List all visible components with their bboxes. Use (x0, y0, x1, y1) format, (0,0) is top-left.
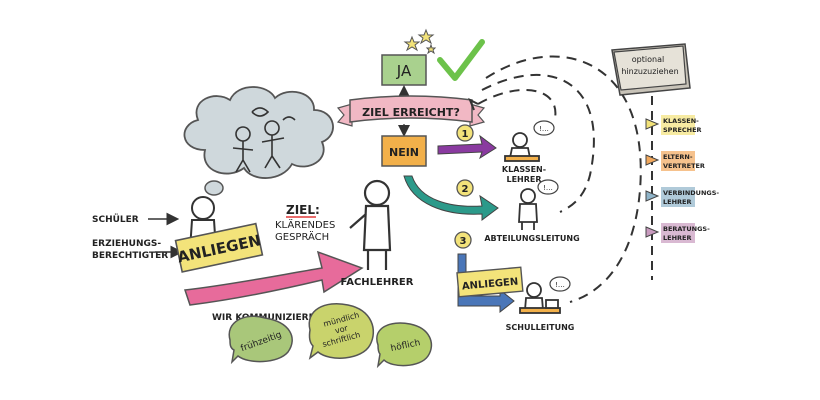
abteilungsleitung-label: ABTEILUNGSLEITUNG (484, 234, 579, 243)
participant-marker-3 (645, 190, 660, 202)
klassenlehrer-line1: KLASSEN- (502, 165, 546, 174)
erziehung-label-line1: ERZIEHUNGS- (92, 239, 161, 249)
schueler-label-group: SCHÜLER (92, 212, 180, 226)
optional-participant-2: ELTERN-VERTRETER (645, 151, 705, 171)
speech-bubble-2-text: !… (543, 184, 553, 192)
optional-participant-1: KLASSEN-SPRECHER (645, 115, 702, 135)
participant-2-line1: ELTERN- (663, 153, 693, 161)
schulleitung-figure-icon (519, 282, 561, 314)
participant-4-line1: BERATUNGS- (663, 225, 710, 233)
teal-arrow (403, 175, 499, 221)
participant-highlight-4 (661, 223, 695, 243)
participant-marker-4 (645, 226, 660, 238)
participant-marker-1 (645, 118, 660, 130)
optional-note-line2: hinzuzuziehen (621, 67, 678, 76)
optional-note: optional hinzuzuziehen (611, 43, 691, 96)
anliegen-sign-2: ANLIEGEN (456, 266, 524, 298)
ziel-line1: KLÄRENDES (275, 218, 335, 231)
participant-1-line2: SPRECHER (663, 126, 702, 134)
step1-badge (456, 124, 474, 142)
ja-text: JA (396, 62, 412, 80)
optional-note-line1: optional (632, 55, 664, 64)
nein-text: NEIN (389, 146, 419, 159)
schueler-label: SCHÜLER (92, 214, 139, 225)
ziel-erreicht-text: ZIEL ERREICHT? (362, 106, 460, 119)
participant-2-line2: VERTRETER (663, 162, 705, 170)
speech-bubble-1-text: !… (539, 125, 549, 133)
step3-text: 3 (460, 236, 467, 247)
arguing-people-icon (232, 107, 296, 173)
participant-4-line2: LEHRER (663, 234, 691, 242)
participant-highlight-1 (661, 115, 695, 135)
speech-bubble-3: !… (549, 276, 571, 292)
participant-3-line1: VERBINDUNGS- (663, 189, 719, 197)
participant-3-line2: LEHRER (663, 198, 691, 206)
speech-bubble-3-text: !… (555, 281, 565, 289)
ziel-text: ZIEL: KLÄRENDES GESPRÄCH (275, 203, 335, 243)
ziel-line2: GESPRÄCH (275, 230, 329, 243)
fachlehrer-label: FACHLEHRER (341, 277, 414, 288)
nein-box (381, 135, 427, 167)
thought-cloud (183, 86, 334, 207)
bubble-muendlich-line2: vor (334, 323, 349, 335)
check-icon (437, 39, 485, 81)
pink-arrow (183, 250, 364, 306)
bubble-muendlich: mündlich vor schriftlich (308, 303, 375, 360)
klassenlehrer-figure-icon (504, 132, 540, 162)
participant-highlight-2 (661, 151, 695, 171)
schulleitung-label: SCHULLEITUNG (506, 323, 575, 332)
ziel-erreicht-banner: ZIEL ERREICHT? (336, 95, 486, 127)
step2-text: 2 (462, 184, 469, 195)
participant-highlight-3 (661, 187, 695, 207)
anliegen-sign: ANLIEGEN (174, 222, 264, 273)
anliegen-sign-2-text: ANLIEGEN (462, 277, 519, 293)
communicate-heading: WIR KOMMUNIZIEREN… (212, 313, 331, 323)
speech-bubble-1: !… (533, 120, 555, 136)
participant-1-line1: KLASSEN- (663, 117, 699, 125)
ja-box (381, 54, 427, 86)
stars-icon (403, 28, 437, 55)
klassenlehrer-line2: LEHRER (506, 175, 541, 184)
step2-badge (456, 179, 474, 197)
purple-arrow (437, 134, 497, 160)
dashed-feedback-arcs (477, 55, 642, 303)
optional-participant-3: VERBINDUNGS-LEHRER (645, 187, 719, 207)
bubble-fruehzeitig: frühzeitig (228, 315, 293, 365)
step1-text: 1 (462, 129, 469, 140)
optional-participant-4: BERATUNGS-LEHRER (645, 223, 710, 243)
optional-participants: KLASSEN-SPRECHER ELTERN-VERTRETER VERBINDU… (645, 115, 719, 243)
speech-bubble-2: !… (537, 179, 559, 195)
abteilungsleitung-figure-icon (518, 188, 538, 230)
erziehung-label-line2: BERECHTIGTER (92, 251, 168, 261)
erziehung-label-group: ERZIEHUNGS- BERECHTIGTER (92, 239, 184, 261)
step3-badge (454, 231, 472, 249)
fachlehrer-figure-icon (349, 179, 392, 270)
ziel-label: ZIEL: (286, 203, 320, 217)
participant-marker-2 (645, 154, 660, 166)
bubble-hoeflich: höflich (376, 322, 433, 369)
